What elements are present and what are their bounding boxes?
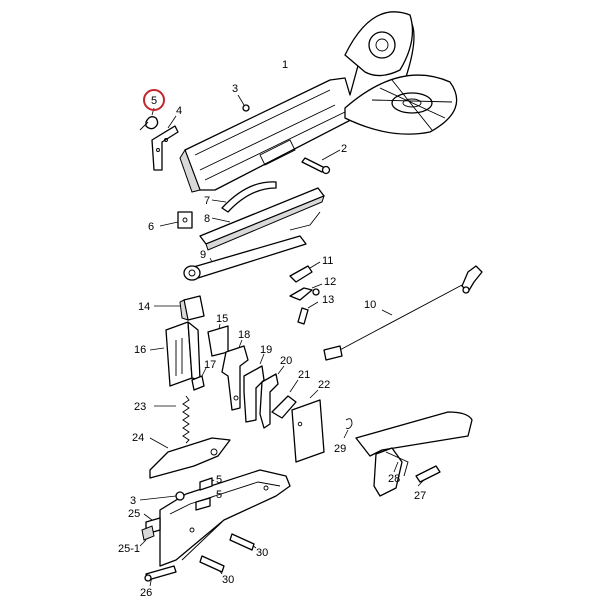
callout-15: 15 bbox=[216, 313, 228, 325]
part-29-hook[interactable] bbox=[343, 418, 353, 439]
callout-27: 27 bbox=[414, 490, 426, 502]
callout-17: 17 bbox=[204, 359, 216, 371]
callout-21: 21 bbox=[298, 369, 310, 381]
callout-6: 6 bbox=[148, 221, 154, 233]
callout-14: 14 bbox=[138, 301, 150, 313]
callout-30a: 30 bbox=[256, 547, 268, 559]
part-2-bolt[interactable] bbox=[301, 149, 341, 175]
part-9-lever[interactable] bbox=[183, 235, 307, 281]
part-5-pin-lower[interactable] bbox=[195, 495, 215, 511]
part-30-pin-right[interactable] bbox=[229, 533, 257, 551]
part-10-cable[interactable] bbox=[323, 265, 483, 361]
part-19-link[interactable] bbox=[243, 353, 265, 423]
callout-4: 4 bbox=[176, 105, 182, 117]
part-20-hook[interactable] bbox=[259, 365, 285, 429]
callout-16: 16 bbox=[134, 344, 146, 356]
part-11-pad[interactable] bbox=[289, 261, 321, 283]
part-1-main-frame[interactable] bbox=[179, 11, 458, 193]
callout-1: 1 bbox=[282, 59, 288, 71]
callout-29: 29 bbox=[334, 443, 346, 455]
callout-22: 22 bbox=[318, 379, 330, 391]
callout-28: 28 bbox=[388, 473, 400, 485]
callout-7: 7 bbox=[204, 195, 210, 207]
part-7-curved-guide[interactable] bbox=[211, 181, 277, 213]
part-17-pin[interactable] bbox=[191, 367, 207, 391]
part-28-pedal[interactable] bbox=[355, 411, 473, 497]
part-26-bolt[interactable] bbox=[144, 565, 177, 587]
part-18-lever[interactable] bbox=[221, 339, 249, 411]
part-3-screw-top[interactable] bbox=[237, 94, 250, 112]
callout-25-1: 25-1 bbox=[118, 543, 140, 555]
callout-5c: 5 bbox=[216, 489, 222, 501]
part-5-pin-upper[interactable] bbox=[199, 477, 215, 491]
part-21-arm[interactable] bbox=[271, 379, 299, 419]
callout-26: 26 bbox=[140, 587, 152, 599]
part-6-clip[interactable] bbox=[159, 211, 193, 229]
callout-9: 9 bbox=[200, 249, 206, 261]
part-8-rail[interactable] bbox=[199, 187, 325, 251]
callout-25: 25 bbox=[128, 508, 140, 520]
part-30-pin-left[interactable] bbox=[199, 555, 225, 575]
callout-12: 12 bbox=[324, 276, 336, 288]
part-23-spring[interactable] bbox=[154, 395, 190, 444]
callout-5-highlighted[interactable]: 5 bbox=[151, 95, 157, 107]
callout-30b: 30 bbox=[222, 574, 234, 586]
callout-20: 20 bbox=[280, 355, 292, 367]
part-15-plate[interactable] bbox=[207, 323, 229, 357]
part-3-screw-bottom[interactable] bbox=[139, 491, 185, 501]
part-16-housing[interactable] bbox=[149, 321, 201, 387]
callout-11: 11 bbox=[322, 255, 333, 267]
callout-8: 8 bbox=[204, 213, 210, 225]
part-5-spring[interactable] bbox=[139, 107, 159, 131]
part-14-bracket[interactable] bbox=[154, 295, 205, 321]
part-13-pin[interactable] bbox=[297, 301, 319, 325]
part-25-1-cap[interactable] bbox=[139, 525, 155, 547]
part-22-cover[interactable] bbox=[291, 389, 325, 463]
part-27-bolt[interactable] bbox=[415, 465, 441, 487]
callout-23: 23 bbox=[134, 401, 146, 413]
part-12-clip[interactable] bbox=[289, 283, 323, 301]
callout-3a: 3 bbox=[232, 83, 238, 95]
callout-18: 18 bbox=[238, 329, 250, 341]
part-4-bracket[interactable] bbox=[151, 115, 179, 171]
callout-5b: 5 bbox=[216, 474, 222, 486]
callout-24: 24 bbox=[132, 432, 144, 444]
highlight-circle bbox=[143, 89, 165, 111]
base-frame[interactable] bbox=[159, 469, 291, 567]
callout-13: 13 bbox=[322, 294, 334, 306]
callout-19: 19 bbox=[260, 344, 272, 356]
callout-10: 10 bbox=[364, 299, 376, 311]
callout-3b: 3 bbox=[130, 495, 136, 507]
part-24-pedal-bracket[interactable] bbox=[149, 437, 231, 479]
callout-2: 2 bbox=[341, 143, 347, 155]
